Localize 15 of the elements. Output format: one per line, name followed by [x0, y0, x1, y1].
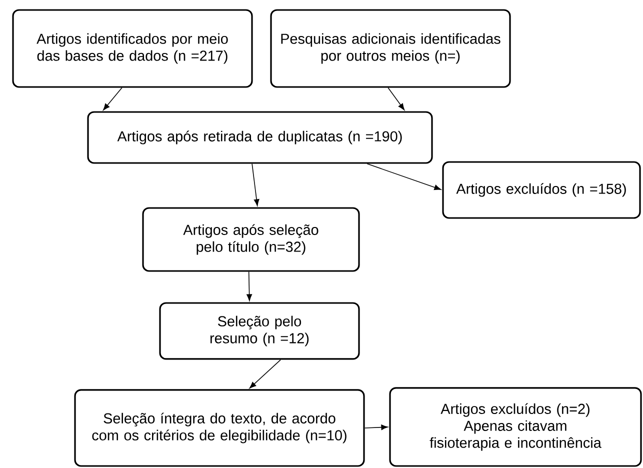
process-box: Artigos excluídos (n =158) [442, 161, 641, 219]
arrow [249, 359, 281, 388]
arrow [366, 163, 442, 190]
process-box: Artigos após seleção pelo título (n=32) [142, 207, 360, 272]
process-box: Seleção pelo resumo (n =12) [159, 302, 360, 360]
arrow [364, 424, 388, 430]
process-box: Pesquisas adicionais identificadas por outros meios (n=) [270, 9, 511, 88]
arrow [252, 163, 260, 206]
process-box: Artigos após retirada de duplicatas (n =190) [87, 111, 433, 164]
arrow [103, 87, 122, 110]
process-box: Artigos excluídos (n=2) Apenas citavam fisioterapia e incontinência [389, 387, 642, 467]
arrow [388, 87, 405, 110]
process-box: Seleção íntegra do texto, de acordo com os critérios de elegibilidade (n=10) [74, 389, 365, 467]
process-box: Artigos identificados por meio das bases de dados (n =217) [12, 9, 253, 88]
arrow [246, 271, 252, 301]
